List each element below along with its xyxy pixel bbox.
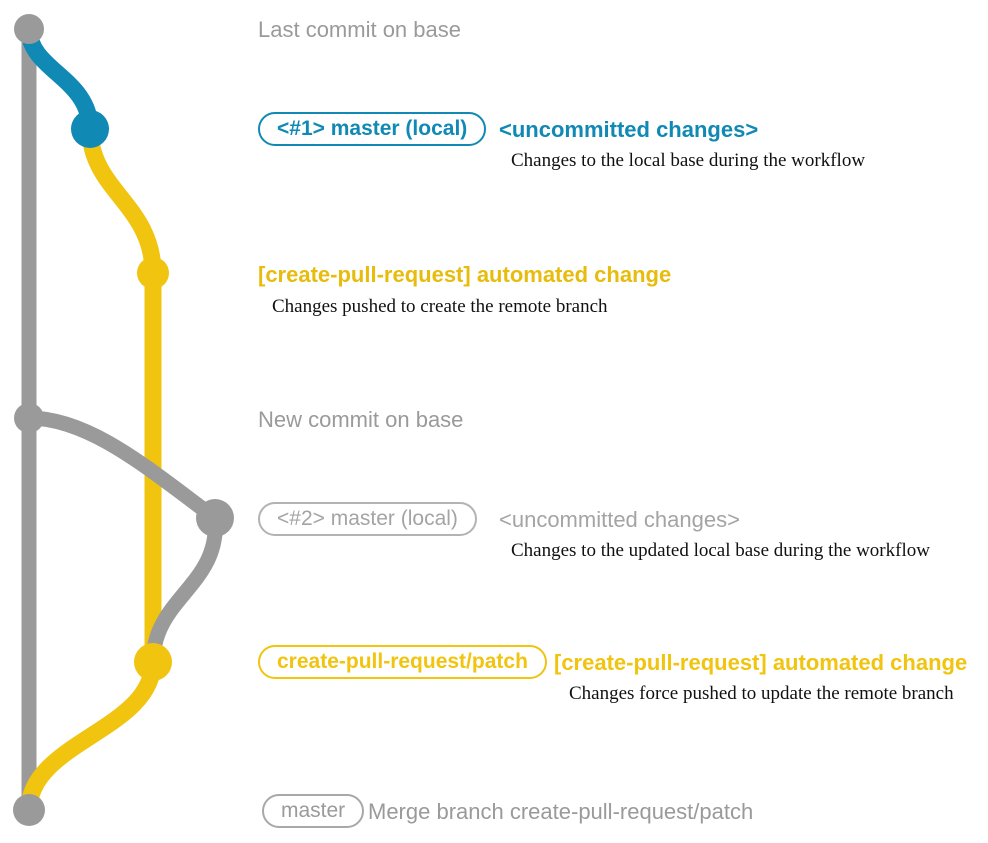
branch-badge-create-pull-request-patch[interactable]: create-pull-request/patch [258,645,547,679]
commit-node-remote-create[interactable] [137,257,169,289]
commit-node-local-1[interactable] [71,110,109,148]
commit-node-last-base[interactable] [14,14,44,44]
branch-badge-master-local-1[interactable]: <#1> master (local) [258,112,487,146]
entry-headline-automated-change-create: [create-pull-request] automated change [258,262,672,287]
commit-subject-uncommitted-changes-2: <uncommitted changes> [499,507,740,532]
branch-badge-master[interactable]: master [262,794,365,828]
commit-caption-updated-local-base-changes: Changes to the updated local base during… [511,540,930,561]
entry-headline-new-commit-on-base: New commit on base [258,407,464,432]
graph-edge-patch-to-merge [20,653,162,819]
commit-node-new-base[interactable] [14,403,44,433]
commit-caption-local-base-changes: Changes to the local base during the wor… [511,150,866,171]
commit-subject-automated-change-patch: [create-pull-request] automated change [554,650,968,675]
commit-node-remote-patch[interactable] [134,643,172,681]
commit-caption-pushed-create-remote-branch: Changes pushed to create the remote bran… [272,296,608,317]
commit-node-merge-master[interactable] [13,794,45,826]
branch-badge-master-local-2[interactable]: <#2> master (local) [258,502,477,536]
commit-node-local-2[interactable] [196,499,234,537]
commit-caption-force-pushed-update-remote-branch: Changes force pushed to update the remot… [569,683,954,704]
commit-subject-merge-branch: Merge branch create-pull-request/patch [368,799,754,824]
graph-edge-local2-to-patch [145,510,223,670]
graph-edge-newbase-to-local2 [21,410,223,526]
commit-subject-uncommitted-changes-1: <uncommitted changes> [499,117,759,142]
graph-edge-local1-to-remote [81,120,162,671]
entry-headline-last-commit-on-base: Last commit on base [258,17,461,42]
